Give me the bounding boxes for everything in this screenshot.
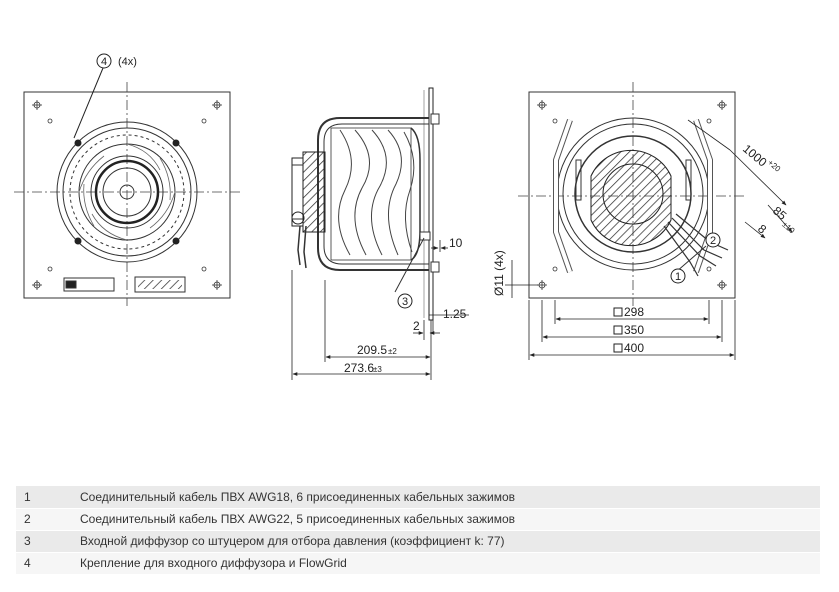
legend-text: Соединительный кабель ПВХ AWG22, 5 присо… <box>72 508 820 531</box>
svg-text:2: 2 <box>710 235 716 247</box>
legend-number: 4 <box>16 552 72 575</box>
svg-text:1000: 1000 <box>740 142 770 170</box>
side-dimensions <box>291 240 469 380</box>
svg-text:±10: ±10 <box>780 220 796 236</box>
legend-number: 1 <box>16 486 72 509</box>
svg-text:1: 1 <box>675 271 681 283</box>
side-view <box>291 87 440 321</box>
svg-text:298: 298 <box>624 305 644 319</box>
svg-text:350: 350 <box>624 323 644 337</box>
legend-text: Соединительный кабель ПВХ AWG18, 6 присо… <box>72 486 820 509</box>
rear-dimensions <box>505 119 793 360</box>
svg-text:2: 2 <box>413 319 420 333</box>
table-row: 3 Входной диффузор со штуцером для отбор… <box>16 530 820 553</box>
rear-view <box>518 82 746 306</box>
svg-text:10: 10 <box>449 236 463 250</box>
svg-text:(4x): (4x) <box>118 56 137 68</box>
svg-text:±2: ±2 <box>388 347 397 356</box>
callout-4: 4 (4x) <box>96 53 137 69</box>
svg-text:±3: ±3 <box>373 365 382 374</box>
legend-number: 3 <box>16 530 72 553</box>
legend-text: Крепление для входного диффузора и FlowG… <box>72 552 820 575</box>
svg-text:400: 400 <box>624 341 644 355</box>
legend-table: 1 Соединительный кабель ПВХ AWG18, 6 при… <box>16 486 820 575</box>
legend-text: Входной диффузор со штуцером для отбора … <box>72 530 820 553</box>
svg-text:209.5: 209.5 <box>357 343 387 357</box>
svg-text:273.6: 273.6 <box>344 361 374 375</box>
legend-number: 2 <box>16 508 72 531</box>
technical-drawing: 4 (4x) 3 <box>14 53 797 380</box>
table-row: 4 Крепление для входного диффузора и Flo… <box>16 552 820 575</box>
callout-3: 3 <box>397 293 413 309</box>
svg-text:1.25: 1.25 <box>443 307 467 321</box>
callout-1: 1 <box>670 268 686 284</box>
front-view <box>14 67 240 306</box>
svg-text:8: 8 <box>755 222 769 237</box>
side-dimension-labels: 10 1.25 2 209.5 ±2 273.6 ±3 <box>344 236 467 375</box>
table-row: 2 Соединительный кабель ПВХ AWG22, 5 при… <box>16 508 820 531</box>
svg-text:3: 3 <box>402 296 408 308</box>
callout-2: 2 <box>705 232 721 248</box>
svg-text:+20: +20 <box>766 158 783 174</box>
svg-text:Ø11 (4x): Ø11 (4x) <box>492 250 506 296</box>
svg-text:4: 4 <box>101 56 107 68</box>
table-row: 1 Соединительный кабель ПВХ AWG18, 6 при… <box>16 486 820 509</box>
